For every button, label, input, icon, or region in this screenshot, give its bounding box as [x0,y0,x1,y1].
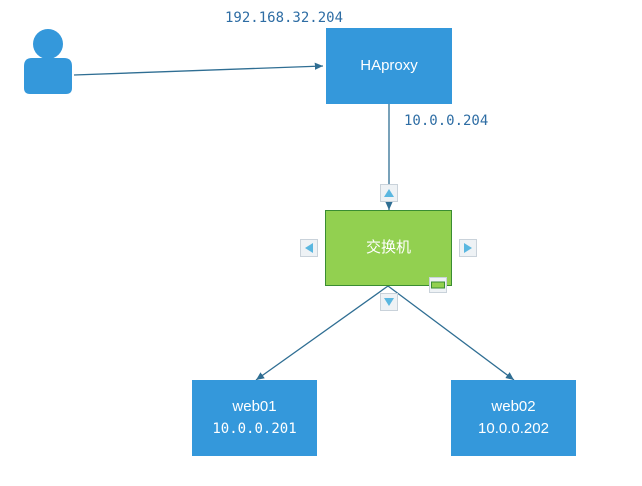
web01-ip: 10.0.0.201 [212,421,297,437]
arrow-left-icon [305,243,313,253]
user-icon[interactable] [24,29,72,94]
resize-handle-icon [431,281,445,289]
web02-node[interactable]: web02 10.0.0.202 [451,380,576,456]
arrow-right-icon [464,243,472,253]
resize-handle[interactable] [429,277,447,293]
haproxy-label: HAproxy [360,57,418,74]
switch-label: 交换机 [365,239,411,256]
haproxy-node[interactable]: HAproxy [326,28,452,104]
switch-node[interactable]: 交换机 [325,210,452,286]
arrow-down-icon [384,298,394,306]
web01-label: web01 [232,398,277,415]
arrow-right-handle[interactable] [459,239,477,257]
haproxy-public-ip: 192.168.32.204 [225,10,344,26]
web01-node[interactable]: web01 10.0.0.201 [192,380,317,456]
web02-ip: 10.0.0.202 [478,420,549,437]
haproxy-inner-ip: 10.0.0.204 [404,113,489,129]
connector-switch-web02[interactable] [387,285,515,381]
arrow-down-handle[interactable] [380,293,398,311]
arrow-left-handle[interactable] [300,239,318,257]
arrow-up-icon [384,189,394,197]
connector-user-haproxy[interactable] [73,62,324,76]
connector-switch-web01[interactable] [255,285,389,381]
arrow-up-handle[interactable] [380,184,398,202]
web02-label: web02 [491,398,536,415]
